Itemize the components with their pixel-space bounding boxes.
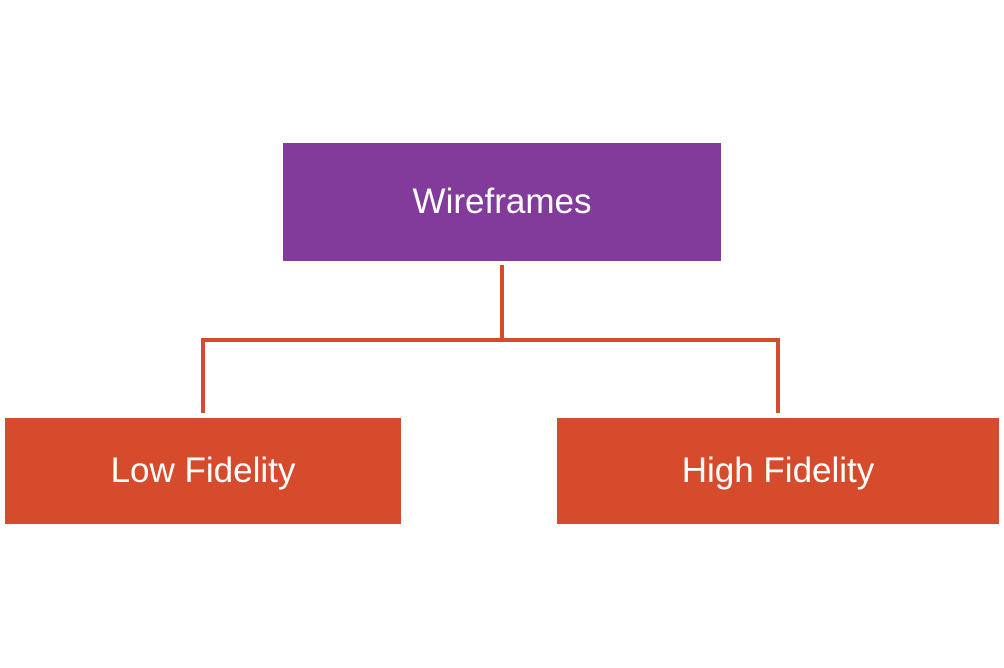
node-wireframes: Wireframes	[283, 143, 721, 261]
node-wireframes-label: Wireframes	[412, 182, 592, 221]
node-low-fidelity: Low Fidelity	[5, 418, 401, 524]
node-high-fidelity-label: High Fidelity	[681, 451, 875, 490]
node-low-fidelity-label: Low Fidelity	[110, 451, 296, 490]
node-high-fidelity: High Fidelity	[557, 418, 999, 524]
